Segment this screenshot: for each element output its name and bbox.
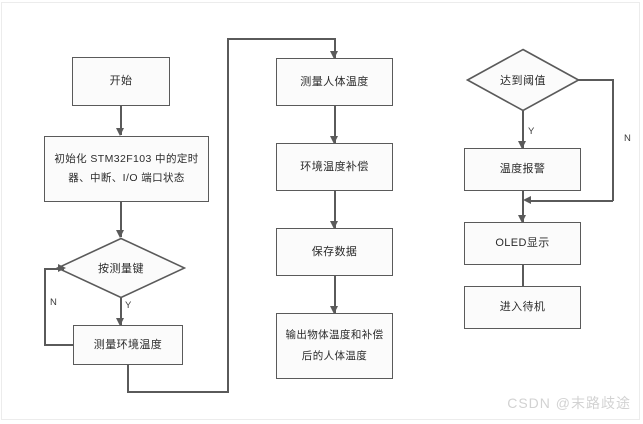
node-oled-display-label: OLED显示 xyxy=(495,237,550,250)
edge-label-threshold-yes: Y xyxy=(528,126,535,137)
edge-ambient-to-body-arrowhead xyxy=(330,51,338,59)
node-threshold-shape xyxy=(466,48,580,112)
edge-compensation-to-save-arrowhead xyxy=(330,221,338,229)
node-save-data-label: 保存数据 xyxy=(311,245,358,258)
edge-threshold-no-bottom xyxy=(530,200,613,202)
csdn-watermark: CSDN @末路歧途 xyxy=(507,395,631,411)
edge-threshold-no-right xyxy=(612,79,614,201)
node-init: 初始化 STM32F103 中的定时器、中断、I/O 端口状态 xyxy=(44,136,209,202)
edge-ambient-to-body-top xyxy=(227,38,335,40)
edge-ambient-to-body-right xyxy=(227,38,229,392)
node-press-key-shape xyxy=(56,237,186,299)
node-standby-label: 进入待机 xyxy=(499,301,546,314)
node-output-temps: 输出物体温度和补偿后的人体温度 xyxy=(276,313,393,379)
node-output-temps-label: 输出物体温度和补偿后的人体温度 xyxy=(285,329,384,362)
edge-no-loop-top xyxy=(44,268,64,270)
node-press-key-label: 按测量键 xyxy=(98,263,144,275)
edge-ambient-to-body-enter xyxy=(334,38,336,58)
edge-start-to-init-arrowhead xyxy=(116,128,124,136)
edge-label-press-key-yes: Y xyxy=(125,300,132,311)
edge-threshold-no-top xyxy=(578,79,613,81)
node-threshold: 达到阈值 xyxy=(466,48,580,112)
edge-press-key-yes xyxy=(120,298,122,326)
edge-press-key-yes-arrowhead xyxy=(116,318,124,326)
edge-no-loop-left xyxy=(44,268,46,346)
node-init-label: 初始化 STM32F103 中的定时器、中断、I/O 端口状态 xyxy=(54,152,199,184)
edge-compensation-to-save xyxy=(334,191,336,228)
node-save-data: 保存数据 xyxy=(276,228,393,276)
edge-no-loop-bottom xyxy=(44,344,73,346)
edge-ambient-to-body-bottom xyxy=(127,391,229,393)
edge-threshold-no-arrowhead xyxy=(523,196,531,204)
edge-alarm-to-oled-arrowhead xyxy=(518,215,526,223)
edge-ambient-to-body-down xyxy=(127,365,129,392)
node-measure-ambient-label: 测量环境温度 xyxy=(93,338,163,351)
node-oled-display: OLED显示 xyxy=(464,222,581,265)
edge-save-to-output xyxy=(334,276,336,313)
node-press-key: 按测量键 xyxy=(56,237,186,299)
node-ambient-compensation-label: 环境温度补偿 xyxy=(300,160,369,173)
node-threshold-label: 达到阈值 xyxy=(500,75,546,87)
node-standby: 进入待机 xyxy=(464,286,581,329)
node-measure-ambient: 测量环境温度 xyxy=(73,325,183,365)
edge-start-to-init xyxy=(120,106,122,135)
edge-no-loop-arrowhead xyxy=(58,264,66,272)
edge-label-threshold-no: N xyxy=(624,133,631,144)
node-measure-body: 测量人体温度 xyxy=(276,58,393,106)
node-measure-body-label: 测量人体温度 xyxy=(300,75,369,88)
node-start-label: 开始 xyxy=(109,75,133,88)
edge-label-press-key-no: N xyxy=(50,297,57,308)
edge-body-to-compensation-arrowhead xyxy=(330,136,338,144)
node-start: 开始 xyxy=(72,57,170,106)
edge-oled-to-standby xyxy=(522,265,524,297)
edge-alarm-to-oled xyxy=(522,191,524,223)
edge-threshold-yes-arrowhead xyxy=(518,141,526,149)
node-temp-alarm-label: 温度报警 xyxy=(499,163,546,176)
edge-body-to-compensation xyxy=(334,106,336,143)
edge-init-to-press-key-arrowhead xyxy=(116,230,124,238)
edge-save-to-output-arrowhead xyxy=(330,306,338,314)
edge-init-to-press-key xyxy=(120,202,122,237)
edge-threshold-yes xyxy=(522,111,524,149)
node-ambient-compensation: 环境温度补偿 xyxy=(276,143,393,191)
node-temp-alarm: 温度报警 xyxy=(464,148,581,191)
